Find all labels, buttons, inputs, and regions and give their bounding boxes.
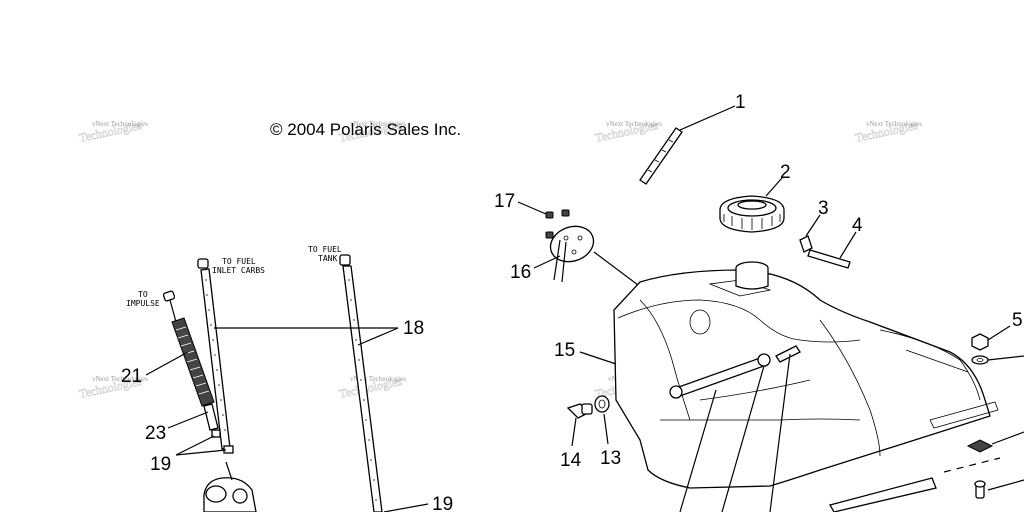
leader-19a (175, 435, 215, 456)
svg-text:vNext Technologies: vNext Technologies (92, 375, 148, 383)
watermark-1: Technologies vNext Technologies (77, 118, 148, 146)
callout-5: 5 (1012, 310, 1023, 331)
callout-19-left: 19 (150, 454, 171, 475)
leader-15 (579, 351, 617, 365)
watermark-4: Technologies vNext Technologies (853, 118, 922, 146)
svg-text:vNext Technologies: vNext Technologies (606, 120, 662, 128)
nut (971, 325, 1011, 351)
watermark-6: Technologies vNext Technologies (337, 374, 406, 402)
callout-4: 4 (852, 215, 863, 236)
callout-1: 1 (735, 92, 746, 113)
sender-screws (517, 201, 570, 239)
sender-plate (549, 225, 659, 301)
grommet (594, 395, 610, 445)
leader-18b (357, 327, 399, 346)
rubber-pad (966, 431, 1024, 453)
impulse-hose (162, 290, 219, 431)
washer (971, 355, 1024, 365)
callout-17: 17 (494, 191, 515, 212)
leader-21 (145, 351, 189, 376)
callout-21: 21 (121, 366, 142, 387)
note-to-fuel-inlet-1: TO FUEL (222, 257, 256, 266)
callout-18: 18 (403, 318, 424, 339)
hose-fitting (566, 403, 593, 447)
callout-19-right: 19 (432, 494, 453, 512)
watermark-3: Technologies vNext Technologies (593, 118, 662, 146)
note-to-fuel-tank-2: TANK (318, 254, 337, 263)
hose-clamp (211, 429, 234, 454)
copyright-text: © 2004 Polaris Sales Inc. (270, 120, 461, 139)
note-to-fuel-tank-1: TO FUEL (308, 245, 342, 254)
fuel-pump (203, 461, 257, 512)
callout-16: 16 (510, 262, 531, 283)
svg-text:vNext Technologies: vNext Technologies (92, 120, 148, 128)
mount-axis-line (943, 457, 1001, 473)
fuel-cap (719, 177, 785, 233)
leader-19b (175, 449, 227, 456)
callout-14: 14 (560, 450, 582, 471)
note-to-impulse-2: IMPULSE (126, 299, 160, 308)
vent-valve (799, 214, 821, 253)
note-to-fuel-inlet-2: INLET CARBS (212, 266, 265, 275)
svg-text:vNext Technologies: vNext Technologies (350, 120, 406, 128)
mount-rods (679, 353, 937, 512)
svg-text:vNext Technologies: vNext Technologies (866, 120, 922, 128)
leader-23 (167, 411, 209, 429)
note-to-impulse-1: TO (138, 290, 148, 299)
fuel-tank (613, 261, 999, 489)
svg-text:vNext Technologies: vNext Technologies (350, 375, 406, 383)
callout-23: 23 (145, 423, 166, 444)
bolt (974, 479, 1024, 499)
leader-19c (383, 503, 429, 512)
callout-3: 3 (818, 198, 829, 219)
callout-2: 2 (780, 162, 791, 183)
tank-rod (807, 231, 857, 269)
callout-13: 13 (600, 448, 621, 469)
leader-16 (533, 255, 561, 269)
vent-tube (639, 105, 736, 185)
callout-15: 15 (554, 340, 575, 361)
